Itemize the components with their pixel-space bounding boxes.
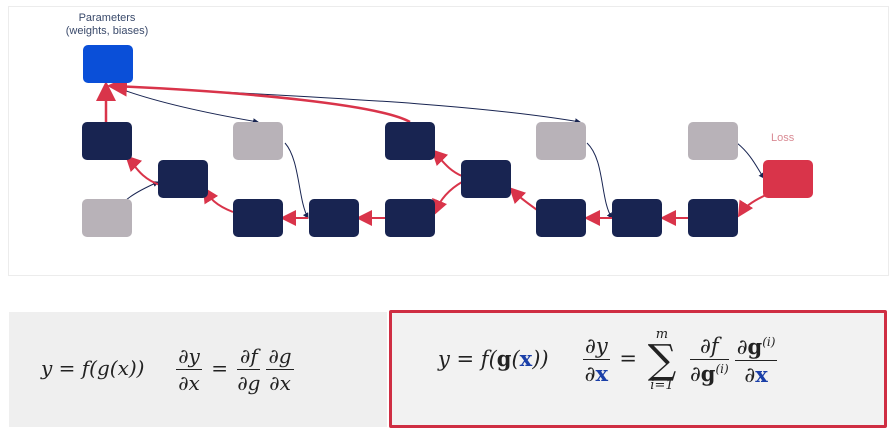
formula-scalar: y = f(g(x)) ∂y∂x = ∂f∂g∂g∂x xyxy=(41,344,294,395)
edge-backward xyxy=(125,155,161,186)
input-node xyxy=(233,122,283,160)
layer-node xyxy=(309,199,359,237)
layer-node xyxy=(385,199,435,237)
input-node xyxy=(82,199,132,237)
loss-node xyxy=(763,160,813,198)
layer-node xyxy=(233,199,283,237)
layer-node xyxy=(158,160,208,198)
edge-forward xyxy=(736,142,765,179)
input-node xyxy=(536,122,586,160)
fraction: ∂f∂g xyxy=(237,344,261,395)
edge-backward xyxy=(737,194,767,218)
layer-node xyxy=(612,199,662,237)
parameters-label: Parameters (weights, biases) xyxy=(52,12,162,38)
edge-backward xyxy=(432,181,463,216)
layer-node xyxy=(385,122,435,160)
fraction: ∂g∂x xyxy=(266,344,294,395)
diagram-panel xyxy=(8,6,889,276)
layer-node xyxy=(82,122,132,160)
edge-backward xyxy=(431,149,463,177)
layer-node xyxy=(461,160,511,198)
parameters-label-line1: Parameters xyxy=(78,12,136,24)
edge-backward xyxy=(107,76,411,124)
fraction: ∂f∂g(i) xyxy=(689,334,729,386)
parameters-node xyxy=(83,45,133,83)
edge-forward xyxy=(284,142,309,219)
layer-node xyxy=(688,199,738,237)
formula-vector: y = f(g(x)) ∂y∂x = m∑i=1 ∂f∂g(i)∂g(i)∂x xyxy=(438,327,778,393)
edge-forward xyxy=(586,142,613,219)
edge-forward xyxy=(119,85,581,125)
loss-label: Loss xyxy=(771,132,795,144)
formula-lhs: y = f(g(x)) xyxy=(438,345,549,371)
fraction: ∂g(i)∂x xyxy=(734,333,778,387)
fraction: ∂y∂x xyxy=(582,334,610,386)
fraction: ∂y∂x xyxy=(176,344,202,395)
edge-forward xyxy=(117,87,259,125)
formula-vector-chain-rule: y = f(g(x)) ∂y∂x = m∑i=1 ∂f∂g(i)∂g(i)∂x xyxy=(389,310,887,428)
formula-scalar-chain-rule: y = f(g(x)) ∂y∂x = ∂f∂g∂g∂x xyxy=(9,312,387,427)
parameters-label-line2: (weights, biases) xyxy=(65,25,149,37)
layer-node xyxy=(536,199,586,237)
summation: m∑i=1 xyxy=(647,327,677,393)
input-node xyxy=(688,122,738,160)
formula-lhs: y = f(g(x)) xyxy=(41,356,145,380)
edge-backward xyxy=(202,186,234,213)
